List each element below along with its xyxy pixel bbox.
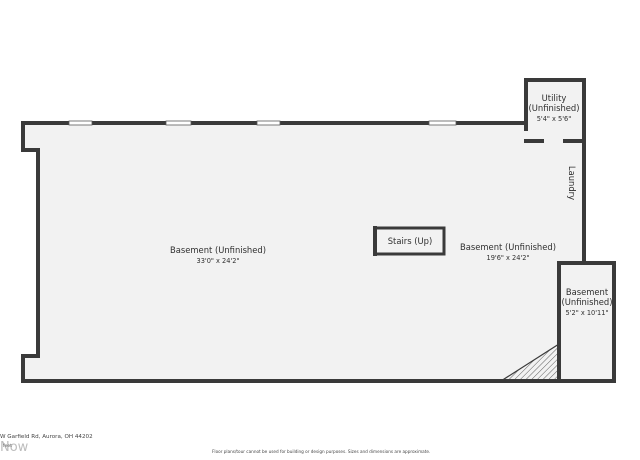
stairs-box (373, 226, 446, 256)
address-text: W Garfield Rd, Aurora, OH 44202 (0, 434, 93, 440)
room-dims-utility: 5'4" x 5'6" (537, 115, 572, 123)
room-label-utility: Utility (542, 93, 567, 103)
room-label-basement-small-sub: (Unfinished) (561, 297, 612, 307)
brand-tag: feet (3, 444, 12, 449)
room-label-laundry: Laundry (567, 166, 577, 200)
window (428, 120, 457, 126)
stairs (373, 226, 446, 256)
room-dims-basement-small: 5'2" x 10'11" (566, 309, 609, 317)
disclaimer-text: Floor plans/tour cannot be used for buil… (212, 449, 431, 454)
utility-walls (524, 123, 586, 143)
room-label-utility-sub: (Unfinished) (528, 103, 579, 113)
room-label-basement-right: Basement (Unfinished) (460, 242, 556, 252)
window (256, 120, 281, 126)
room-dims-basement-right: 19'6" x 24'2" (487, 254, 530, 262)
room-dims-basement-main: 33'0" x 24'2" (197, 257, 240, 265)
brand-name: Now (0, 440, 29, 455)
room-label-stairs: Stairs (Up) (388, 236, 433, 246)
outer-walls (21, 78, 616, 383)
hatched-area (498, 342, 560, 382)
window (68, 120, 93, 126)
windows (68, 120, 457, 126)
floor-area (23, 80, 614, 381)
room-label-basement-small: Basement (566, 287, 609, 297)
brand-logo: Now feet (0, 440, 28, 455)
window (165, 120, 192, 126)
room-label-basement-main: Basement (Unfinished) (170, 245, 266, 255)
